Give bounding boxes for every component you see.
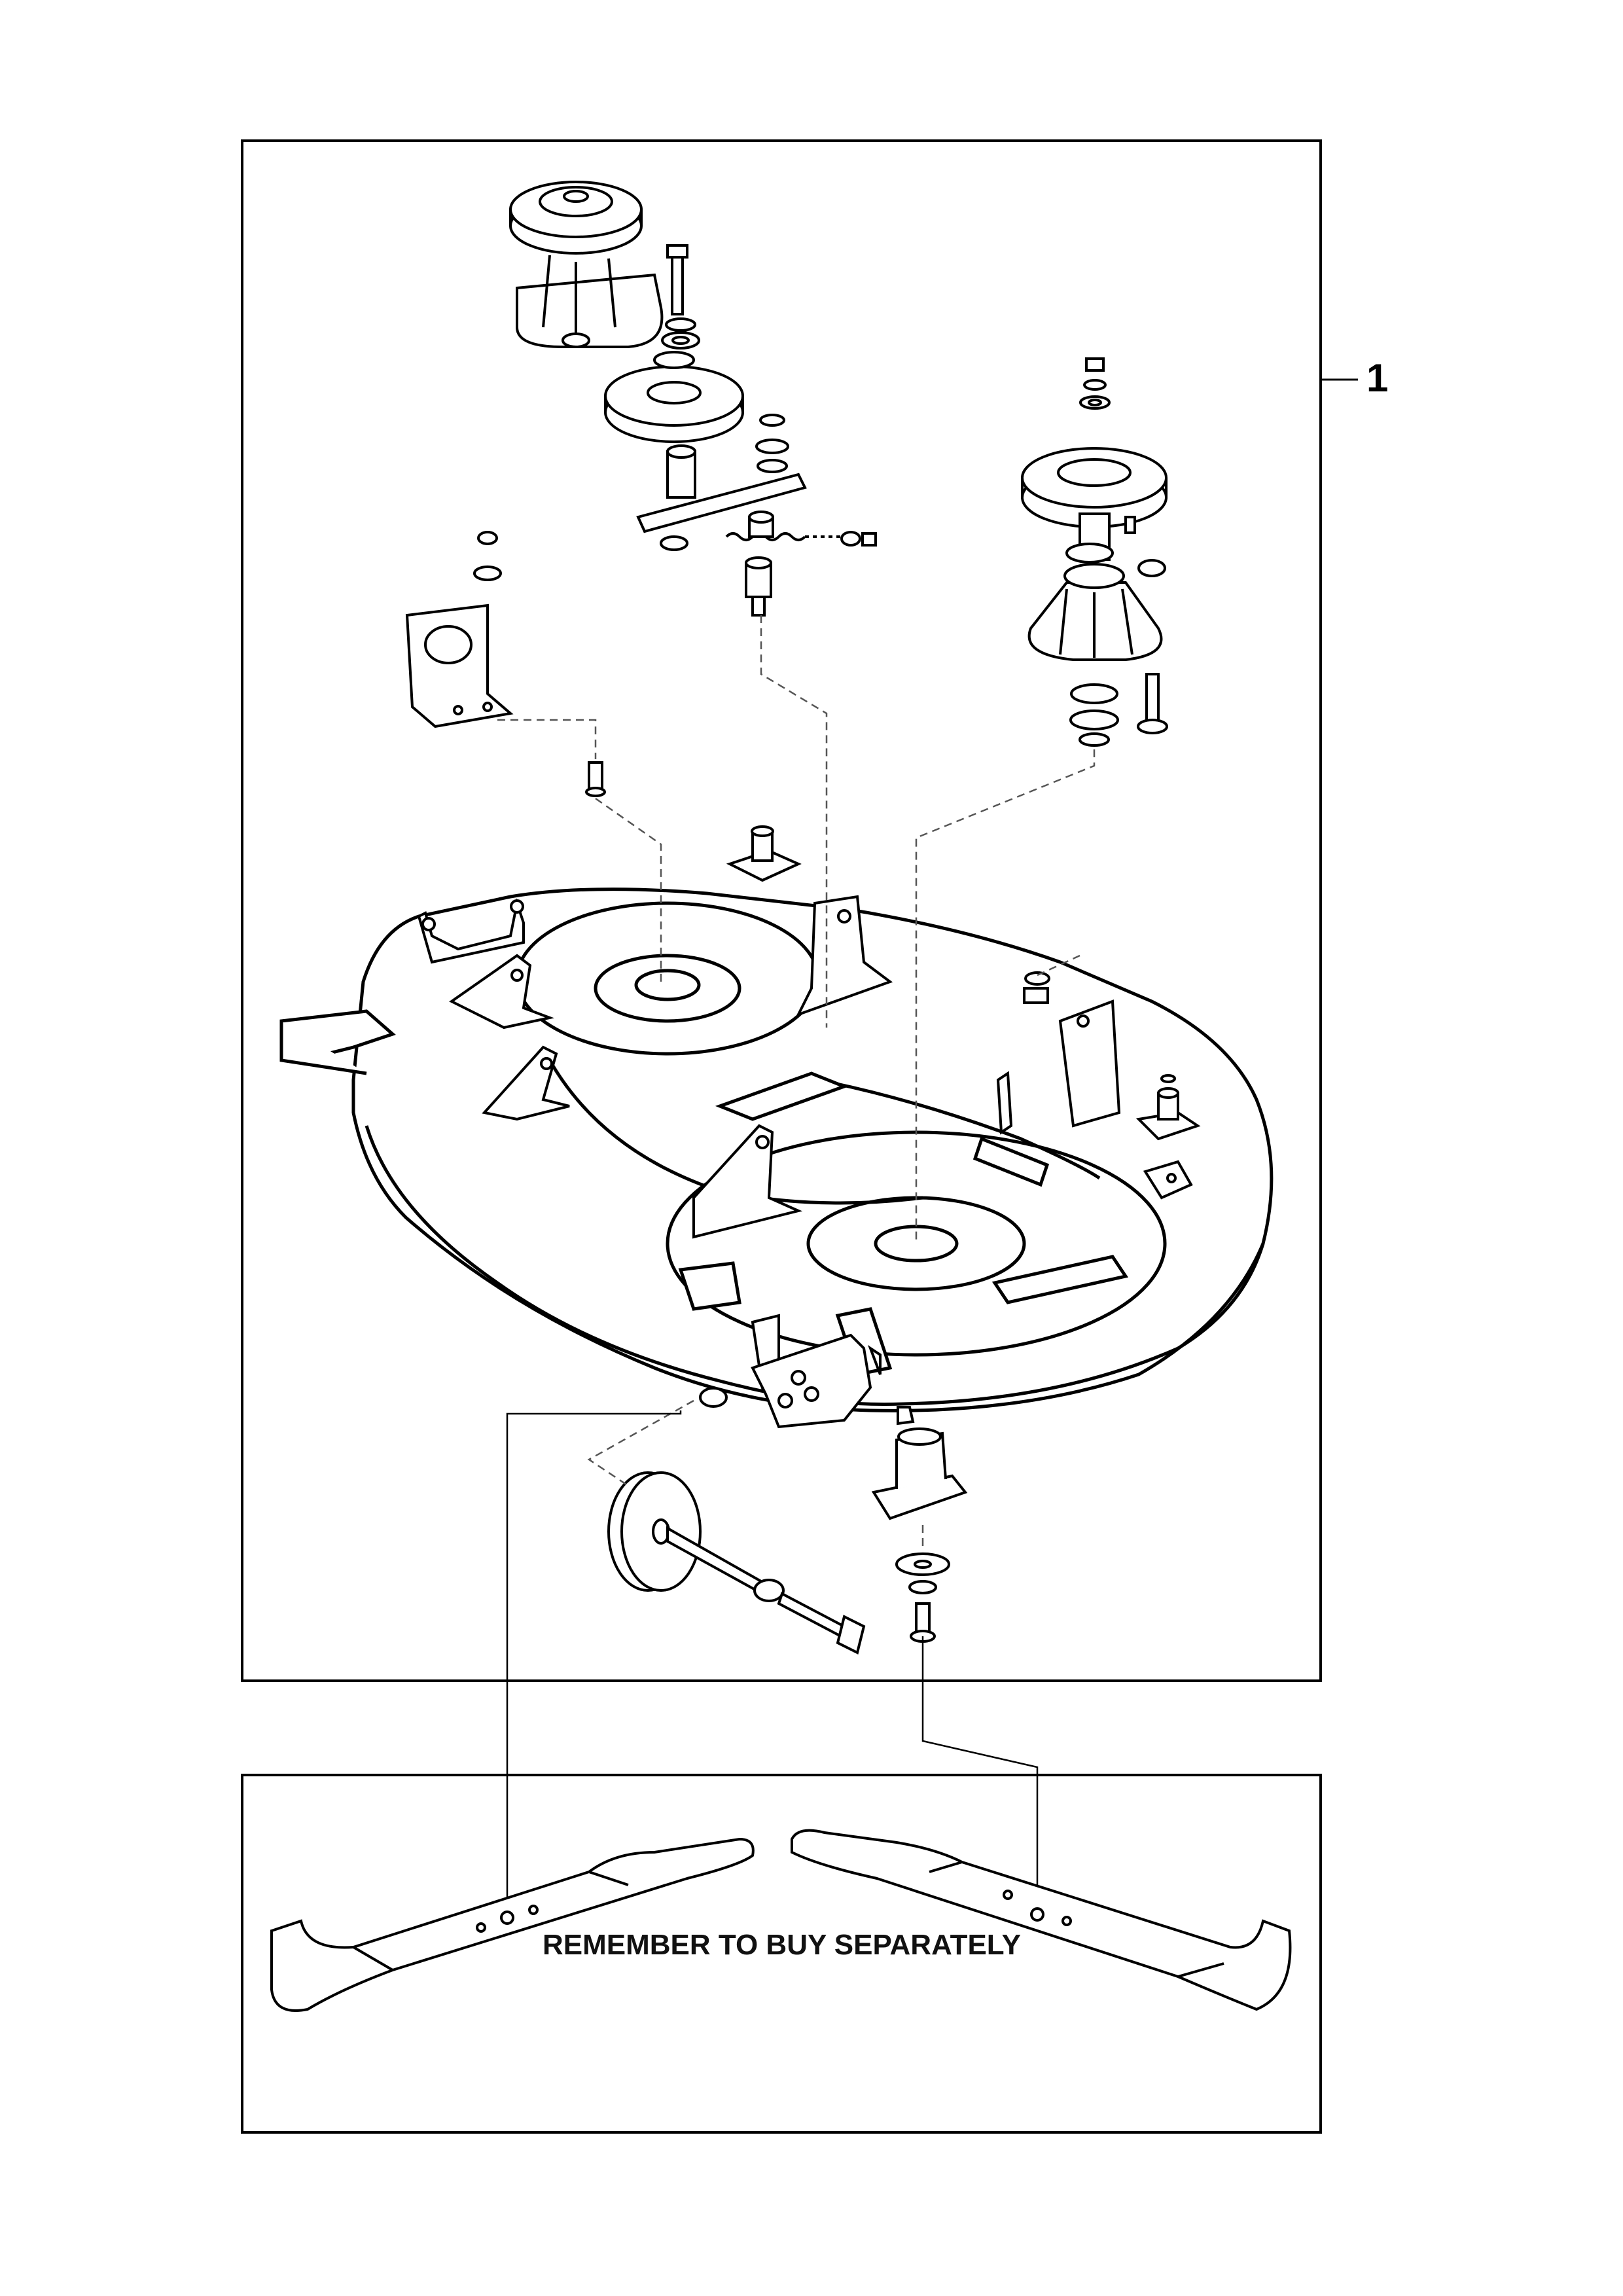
callout-number: 1 (1366, 356, 1389, 400)
left-mounting-bracket (405, 531, 606, 797)
buy-separately-note: REMEMBER TO BUY SEPARATELY (542, 1929, 1021, 1961)
left-blade (270, 1837, 755, 2012)
blades-frame (241, 1774, 1322, 2134)
blade-leader-lines (506, 1410, 1039, 1911)
assembly-dashed-lines (497, 615, 1096, 1551)
left-spindle-pulley (509, 181, 664, 348)
blade-adapter-hub (871, 1406, 968, 1643)
deck-brackets (417, 895, 1201, 1429)
right-spindle-assembly (1021, 357, 1168, 747)
center-stud-mount (726, 825, 802, 882)
gauge-wheel (607, 1471, 866, 1655)
idler-assembly (604, 244, 877, 617)
right-blade (791, 1829, 1292, 2011)
main-parts-frame (241, 139, 1322, 1682)
